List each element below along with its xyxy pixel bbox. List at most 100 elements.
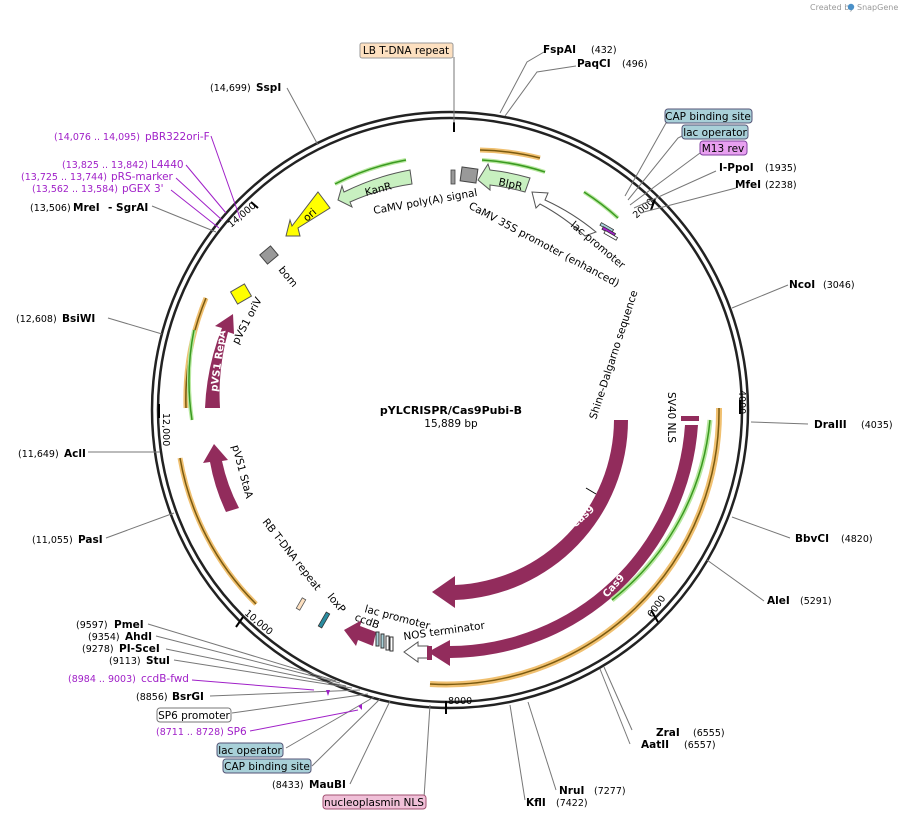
svg-text:LB T-DNA repeat: LB T-DNA repeat <box>363 45 449 57</box>
camv-35s-arrow[interactable] <box>531 191 597 237</box>
primer-prs-marker[interactable]: (13,725 .. 13,744) pRS-marker <box>21 171 174 183</box>
primer-sp6[interactable]: (8711 .. 8728) SP6 <box>156 726 247 738</box>
primer-ccdb-fwd[interactable]: (8984 .. 9003) ccdB-fwd <box>68 673 189 685</box>
cas9-outer-arc[interactable] <box>428 425 698 666</box>
svg-text:(8433): (8433) <box>272 780 304 791</box>
svg-text:DraIII: DraIII <box>814 419 847 431</box>
primer-pbr322ori-f[interactable]: (14,076 .. 14,095) pBR322ori-F <box>54 131 210 143</box>
site-bsiwi[interactable]: (12,608) BsiWI <box>16 313 95 325</box>
site-draiii[interactable]: DraIII (4035) <box>814 419 893 431</box>
site-pmei[interactable]: (9597) PmeI <box>76 619 144 631</box>
site-fspai[interactable]: FspAI (432) <box>543 44 617 56</box>
site-bbvci[interactable]: BbvCI (4820) <box>795 533 873 545</box>
tick-8000: 8000 <box>448 696 472 707</box>
site-kfli[interactable]: KflI (7422) <box>526 797 588 809</box>
plasmid-size: 15,889 bp <box>424 418 478 430</box>
site-stui[interactable]: (9113) StuI <box>109 655 170 667</box>
site-zrai[interactable]: ZraI (6555) <box>656 727 725 739</box>
box-m13-rev[interactable]: M13 rev <box>699 140 748 156</box>
svg-text:CAP binding site: CAP binding site <box>224 761 310 773</box>
site-sgrai[interactable]: - SgrAI <box>108 202 148 214</box>
site-alei[interactable]: AleI (5291) <box>767 595 832 607</box>
top-green-line <box>481 159 546 173</box>
bom-block[interactable] <box>259 245 279 265</box>
svg-text:SP6: SP6 <box>227 726 247 738</box>
nos-small-block[interactable] <box>427 646 432 660</box>
site-pasi[interactable]: (11,055) PasI <box>32 534 103 546</box>
box-cap-bottom[interactable]: CAP binding site <box>222 758 312 774</box>
site-mfei[interactable]: MfeI (2238) <box>735 179 797 191</box>
site-aatii[interactable]: AatII (6557) <box>641 739 716 751</box>
box-cap-top[interactable]: CAP binding site <box>664 108 753 124</box>
svg-text:AatII: AatII <box>641 739 669 751</box>
svg-text:NcoI: NcoI <box>789 279 815 291</box>
leaders-primers <box>170 135 359 732</box>
svg-text:StuI: StuI <box>146 655 170 667</box>
site-i-ppoi[interactable]: I-PpoI (1935) <box>719 162 797 174</box>
halo-left <box>177 297 258 606</box>
svg-text:BbvCI: BbvCI <box>795 533 829 545</box>
svg-text:ccdB-fwd: ccdB-fwd <box>141 673 189 685</box>
bom-label: bom <box>276 264 300 290</box>
site-sspi[interactable]: (14,699) SspI <box>210 82 281 94</box>
svg-text:(8856): (8856) <box>136 692 168 703</box>
loxp-block[interactable] <box>317 611 331 629</box>
svg-text:PmeI: PmeI <box>114 619 144 631</box>
site-mrei[interactable]: (13,506) MreI <box>30 202 100 214</box>
svg-text:KflI: KflI <box>526 797 546 809</box>
lac-promoter-bottom-marks <box>375 631 394 652</box>
svg-text:(12,608): (12,608) <box>16 314 57 325</box>
svg-text:(496): (496) <box>622 59 648 70</box>
camv-polya-block2[interactable] <box>459 166 479 184</box>
ori-arrow[interactable] <box>285 191 331 237</box>
svg-text:(13,562 .. 13,584): (13,562 .. 13,584) <box>32 184 118 195</box>
cas9-inner-arc[interactable] <box>432 420 629 608</box>
svg-text:(6555): (6555) <box>693 728 725 739</box>
svg-text:(8711 .. 8728): (8711 .. 8728) <box>156 727 224 738</box>
svg-text:MfeI: MfeI <box>735 179 761 191</box>
site-bsrgi[interactable]: (8856) BsrGI <box>136 691 204 703</box>
primer-pgex3[interactable]: (13,562 .. 13,584) pGEX 3' <box>32 183 164 195</box>
pvs1-staa-arrow[interactable] <box>203 444 239 512</box>
leaders-right <box>423 51 809 801</box>
pvs1-oriv-block[interactable] <box>229 283 253 305</box>
ccdb-arrow[interactable] <box>344 620 376 646</box>
site-paqci[interactable]: PaqCI (496) <box>577 58 648 70</box>
camv-polya-block[interactable] <box>450 169 456 185</box>
svg-text:(13,506): (13,506) <box>30 203 71 214</box>
svg-text:(4820): (4820) <box>841 534 873 545</box>
nos-terminator-arrow[interactable] <box>403 641 429 663</box>
sv40-nls-block[interactable] <box>681 416 699 421</box>
box-lac-op-bottom[interactable]: lac operator <box>216 742 284 758</box>
box-lb-tdna[interactable]: LB T-DNA repeat <box>359 42 454 59</box>
svg-text:(7422): (7422) <box>556 798 588 809</box>
svg-text:(13,825 .. 13,842): (13,825 .. 13,842) <box>62 160 148 171</box>
kanr-arrow[interactable] <box>337 169 413 209</box>
top-halo-line <box>479 149 541 159</box>
site-ncoi[interactable]: NcoI (3046) <box>789 279 855 291</box>
shine-dalgarno-label: Shine-Dalgarno sequence <box>587 289 640 421</box>
pvs1-oriv-label: pVS1 oriV <box>230 295 265 347</box>
blpr-arrow[interactable] <box>477 162 531 193</box>
box-lac-op-top[interactable]: lac operator <box>681 124 749 140</box>
rb-tdna-label: RB T-DNA repeat <box>260 516 323 593</box>
site-nrui[interactable]: NruI (7277) <box>559 785 626 797</box>
primer-l4440[interactable]: (13,825 .. 13,842) L4440 <box>62 159 184 171</box>
site-ahdi[interactable]: (9354) AhdI <box>88 631 152 643</box>
box-sp6-promoter[interactable]: SP6 promoter <box>156 707 232 723</box>
svg-text:L4440: L4440 <box>151 159 184 171</box>
site-pi-scei[interactable]: (9278) PI-SceI <box>82 643 160 655</box>
svg-text:MauBI: MauBI <box>309 779 346 791</box>
pvs1-repa-arrow[interactable] <box>205 314 234 408</box>
pvs1-staa-label: pVS1 StaA <box>229 444 255 501</box>
site-acli[interactable]: (11,649) AclI <box>18 448 86 460</box>
rb-tdna-block[interactable] <box>295 597 307 611</box>
svg-text:(7277): (7277) <box>594 786 626 797</box>
site-maubi[interactable]: (8433) MauBI <box>272 779 346 791</box>
tick-4000: 4000 <box>736 390 747 414</box>
credit-brand: SnapGene <box>857 3 898 12</box>
box-nucleoplasmin[interactable]: nucleoplasmin NLS <box>322 794 427 810</box>
kanr-line <box>334 159 407 185</box>
svg-text:CAP binding site: CAP binding site <box>665 111 751 123</box>
svg-text:(432): (432) <box>591 45 617 56</box>
